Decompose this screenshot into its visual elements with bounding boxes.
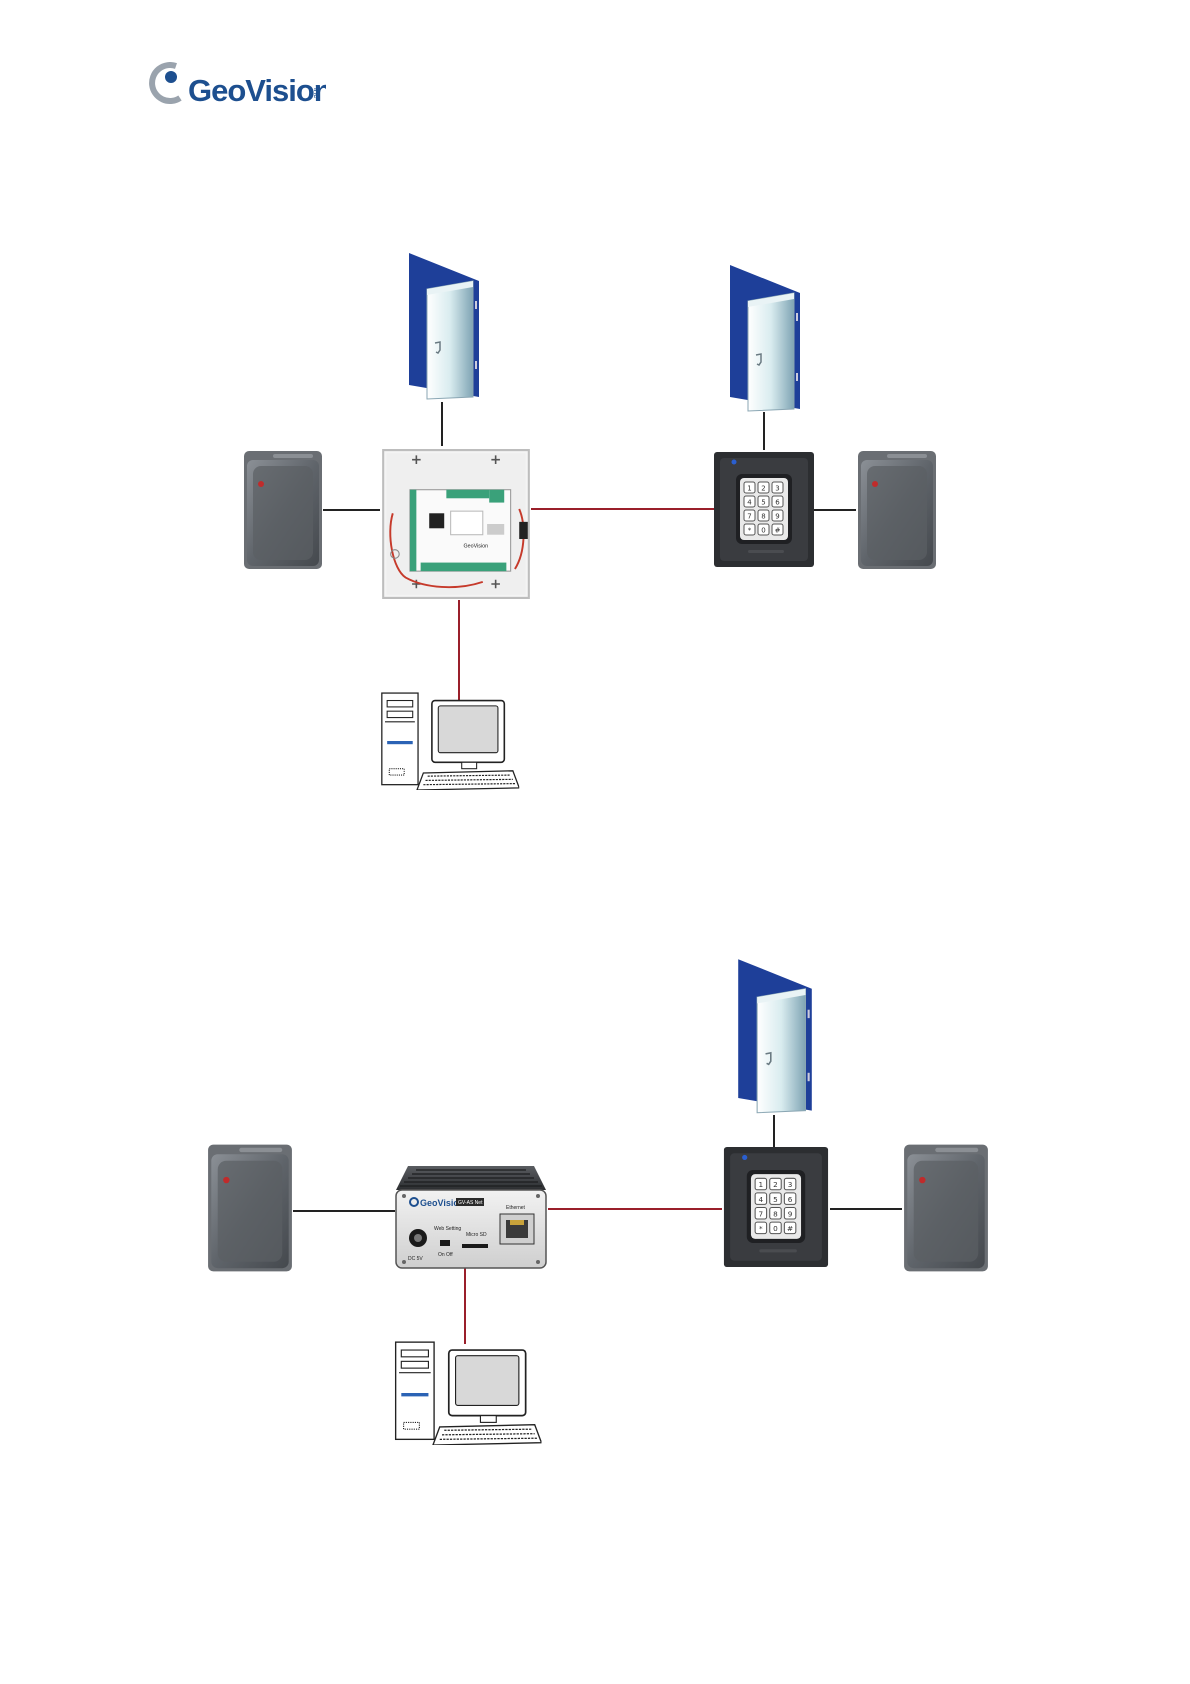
keypad-key-label: 2 <box>761 485 765 493</box>
keypad-reader: 1 2 3 4 5 6 7 8 9 * 0 # <box>714 452 814 567</box>
geovision-logo: GeoVision inc <box>146 62 326 108</box>
gvbox-micro-sd-label: Micro SD <box>466 1232 487 1238</box>
computer-icon <box>380 692 520 790</box>
logo-suffix: inc <box>312 88 321 98</box>
card-reader-icon <box>243 450 323 570</box>
keypad-key-label: 1 <box>759 1180 764 1189</box>
gvbox-ethernet-label: Ethernet <box>506 1205 526 1211</box>
keypad-key-label: * <box>748 527 752 535</box>
gv-as-net-box: GeoVision GV-AS Net Ethernet DC 5V Web S… <box>394 1164 548 1270</box>
door-icon <box>734 955 816 1117</box>
keypad-key-label: 9 <box>775 513 779 521</box>
keypad-key-label: 9 <box>788 1209 793 1218</box>
keypad-key-label: 8 <box>761 513 765 521</box>
logo-text: GeoVision <box>188 73 326 108</box>
wire-door-to-controller <box>441 402 443 446</box>
keypad-key-label: 4 <box>759 1195 764 1204</box>
wire-gvbox-to-keypad <box>548 1208 722 1210</box>
keypad-key-label: 7 <box>759 1209 764 1218</box>
wire-keypad-to-reader <box>830 1208 902 1210</box>
keypad-key-label: * <box>759 1224 763 1233</box>
keypad-key-label: 3 <box>788 1180 793 1189</box>
gvbox-on-off-label: On Off <box>438 1252 453 1258</box>
gvbox-model: GV-AS Net <box>458 1200 483 1206</box>
wire-door-to-keypad <box>773 1115 775 1147</box>
keypad-key-label: 8 <box>773 1209 778 1218</box>
keypad-key-label: 0 <box>761 527 765 535</box>
keypad-key-label: 2 <box>773 1180 778 1189</box>
keypad-key-label: 7 <box>747 513 751 521</box>
door-icon <box>726 262 804 414</box>
access-controller <box>381 449 531 599</box>
keypad-key-label: 4 <box>747 499 752 507</box>
wire-keypad-to-reader <box>814 509 856 511</box>
wire-door-to-keypad <box>763 412 765 450</box>
computer-icon <box>393 1341 543 1445</box>
keypad-key-label: 5 <box>761 499 765 507</box>
wire-gvbox-to-computer <box>464 1268 466 1344</box>
door-icon <box>405 250 483 402</box>
keypad-key-label: 0 <box>773 1224 778 1233</box>
keypad-key-label: # <box>787 1224 793 1233</box>
card-reader-icon <box>857 450 937 570</box>
keypad-key-label: 5 <box>773 1195 778 1204</box>
gvbox-web-setting-label: Web Setting <box>434 1226 461 1232</box>
keypad-key-label: 6 <box>775 499 780 507</box>
wire-reader-to-gvbox <box>293 1210 395 1212</box>
keypad-key-label: 1 <box>747 485 751 493</box>
card-reader-icon <box>903 1143 989 1273</box>
keypad-key-label: # <box>775 527 781 535</box>
wire-reader-to-controller <box>323 509 380 511</box>
card-reader-icon <box>207 1143 293 1273</box>
keypad-key-label: 3 <box>775 485 779 493</box>
keypad-key-label: 6 <box>788 1195 793 1204</box>
gvbox-dc-label: DC 5V <box>408 1256 423 1262</box>
wire-controller-to-keypad <box>531 508 715 510</box>
